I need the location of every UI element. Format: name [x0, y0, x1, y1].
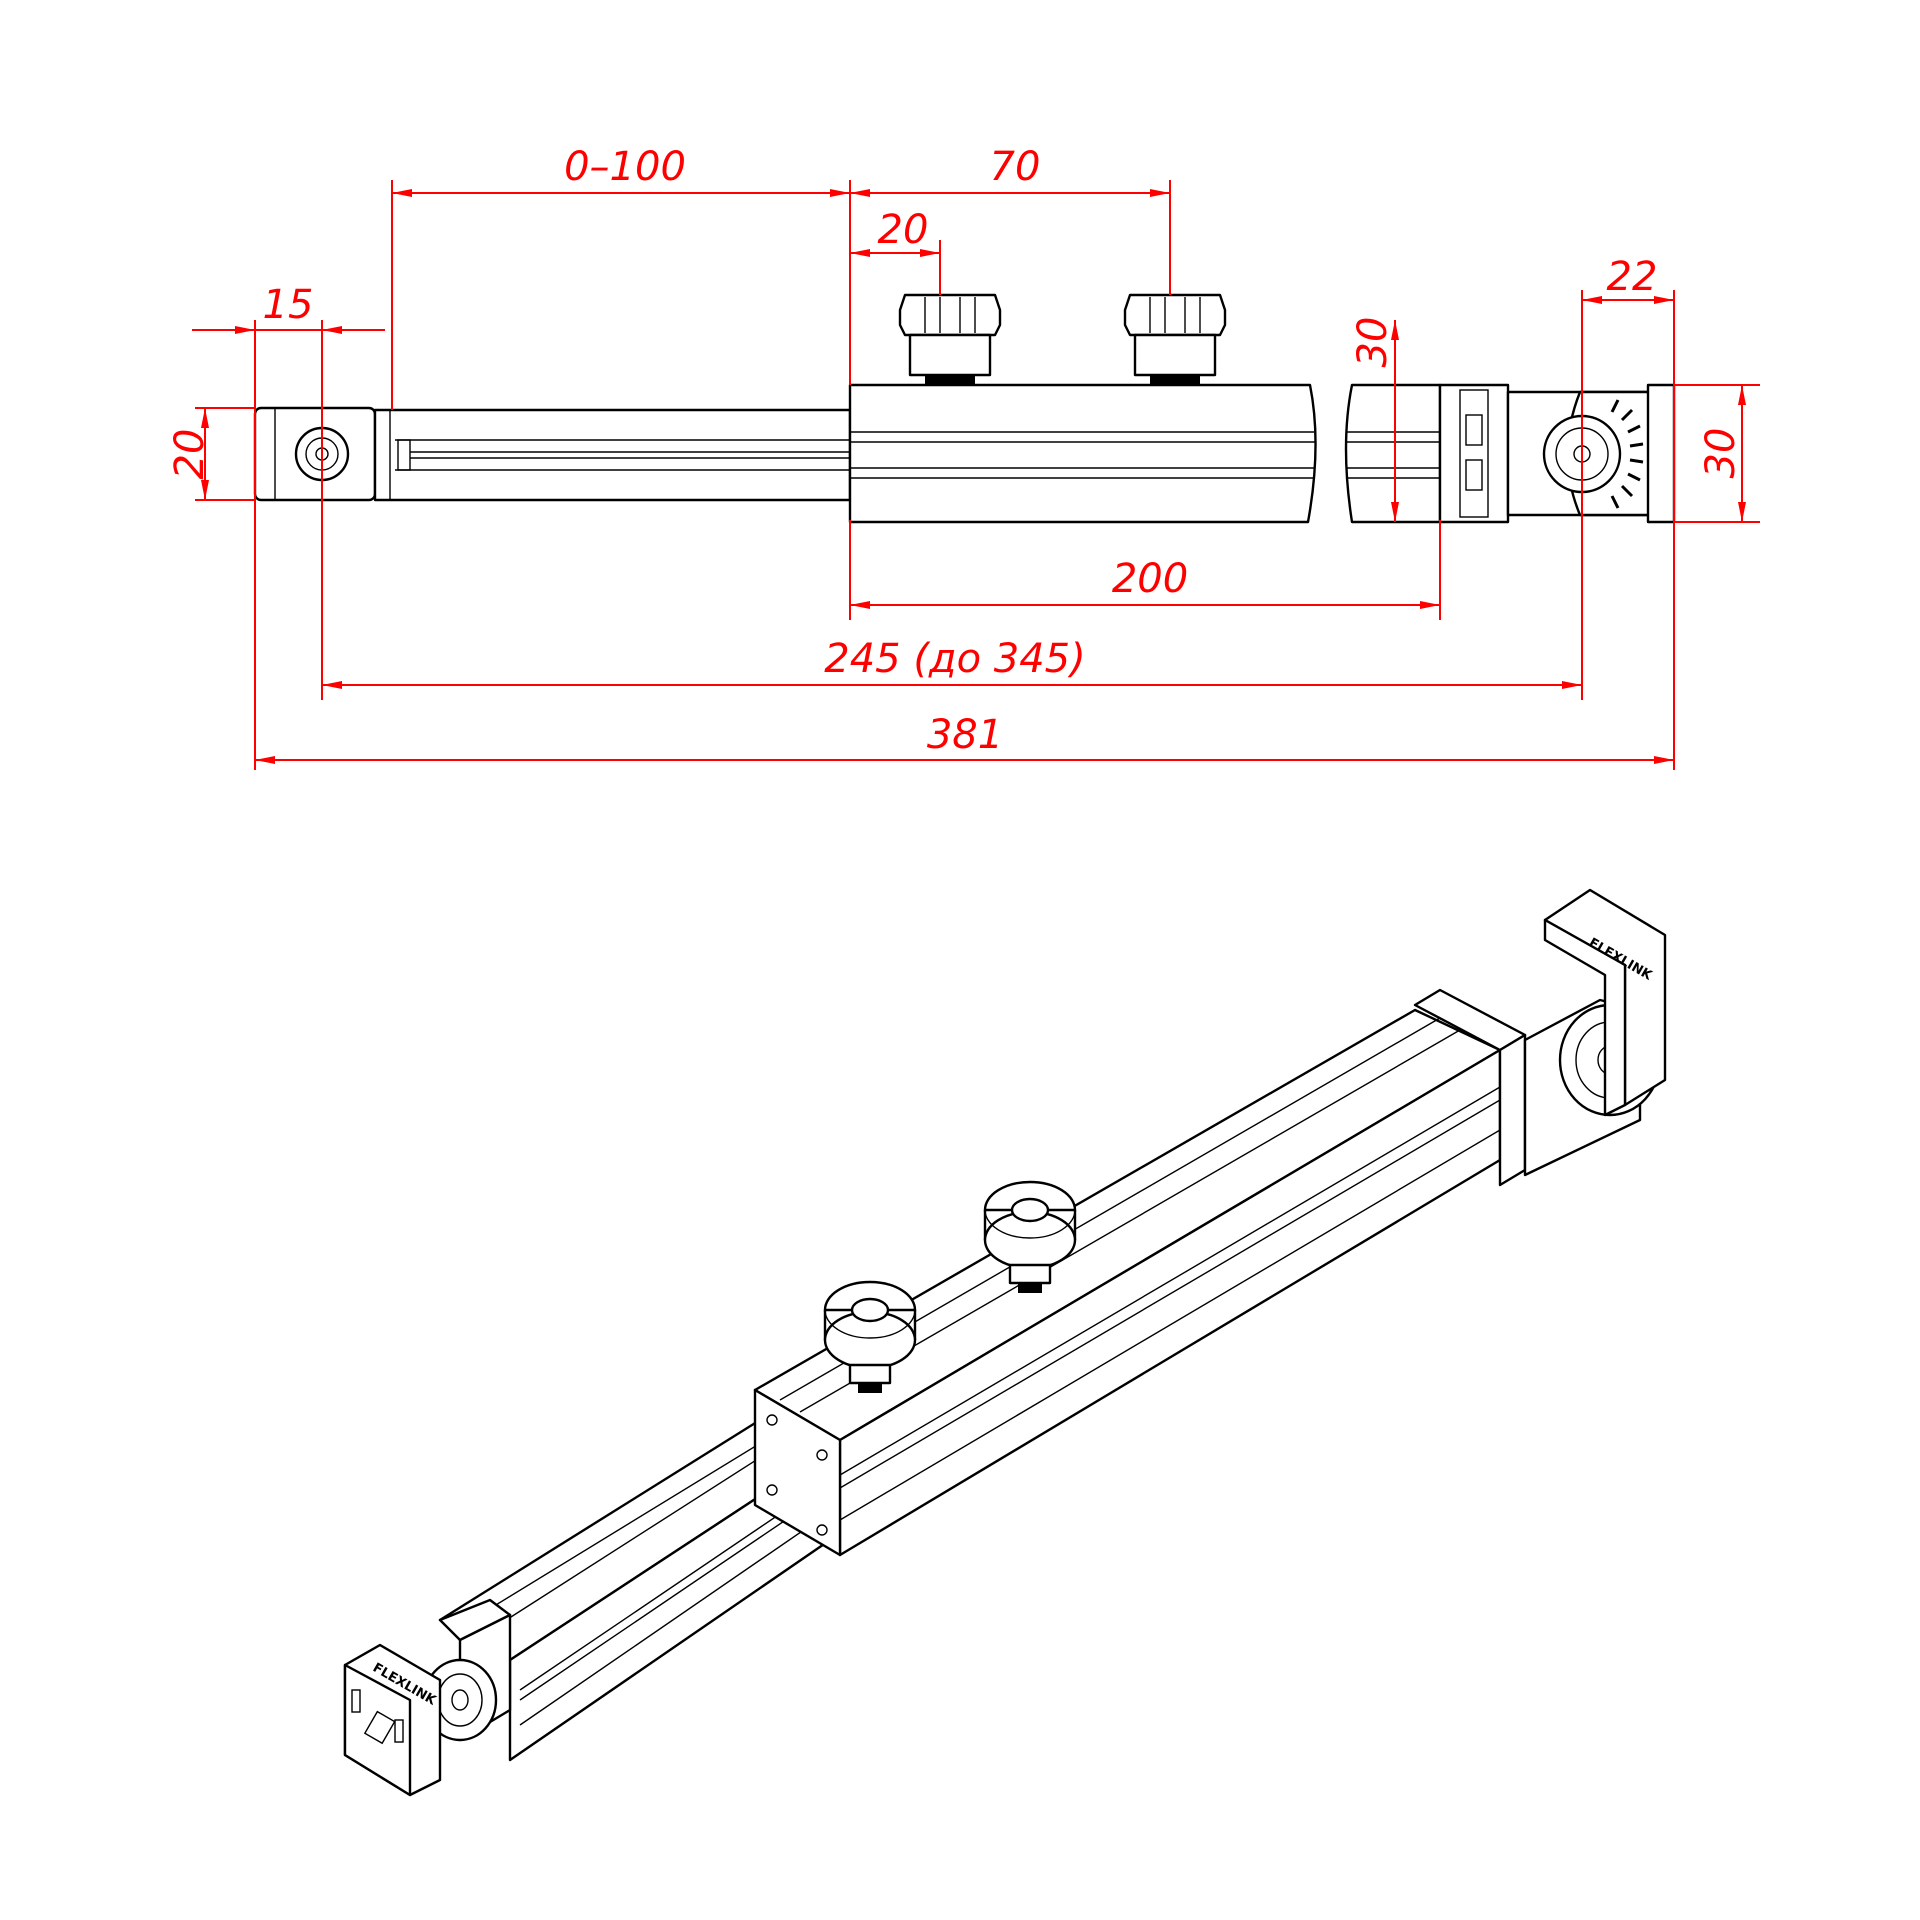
- knob-right: [1123, 293, 1227, 385]
- iso-knob-left: [823, 1280, 917, 1393]
- dim-left-height: 20: [167, 429, 213, 480]
- dim-body-length: 200: [1112, 556, 1188, 602]
- dimensions: 0–100 70 20 15 22 20 30 30 200 245 (до 3…: [167, 144, 1760, 770]
- dim-pivot-length: 245 (до 345): [824, 636, 1085, 682]
- left-end-cap: [253, 406, 377, 502]
- dim-knob-spacing: 70: [990, 144, 1041, 190]
- iso-left-end: FLEXLINK: [343, 1598, 512, 1797]
- dim-left-end-offset: 15: [263, 282, 314, 328]
- isometric-view: FLEXLINK FLEXLINK: [343, 888, 1667, 1797]
- iso-knob-right: [983, 1180, 1077, 1293]
- dim-right-end-offset: 22: [1607, 254, 1658, 300]
- dim-knob-offset: 20: [878, 207, 929, 253]
- orthographic-view: [253, 293, 1676, 524]
- dim-slide-range: 0–100: [564, 144, 686, 190]
- dim-right-height: 30: [1698, 428, 1744, 479]
- right-end-cap: [1438, 383, 1676, 524]
- outer-profile: [848, 383, 1442, 524]
- dim-overall-length: 381: [927, 712, 1003, 758]
- dim-body-height: 30: [1350, 317, 1396, 368]
- knob-left: [898, 293, 1002, 385]
- iso-outer-profile: [753, 1008, 1502, 1557]
- inner-profile: [373, 408, 852, 502]
- iso-inner-profile: [438, 1418, 832, 1762]
- ratchet-teeth: [1610, 399, 1644, 509]
- iso-right-end: FLEXLINK: [1413, 888, 1667, 1187]
